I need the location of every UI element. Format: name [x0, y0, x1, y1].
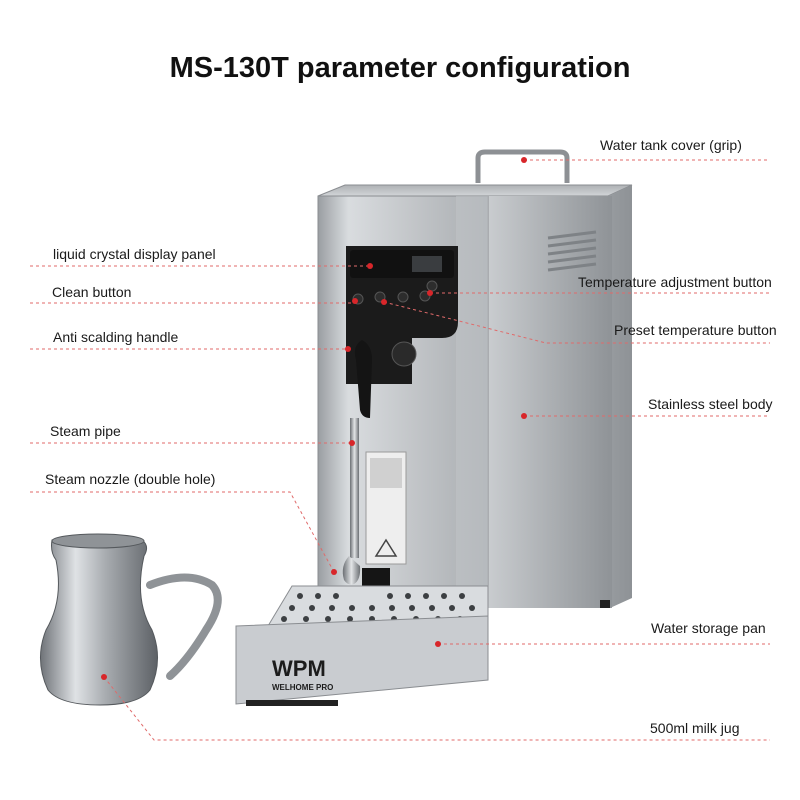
steam-pipe	[350, 418, 359, 558]
brand-logo: WPM	[272, 656, 326, 681]
label-preset-temperature: Preset temperature button	[614, 322, 777, 338]
top-face	[317, 184, 633, 197]
diagram-title: MS-130T parameter configuration	[169, 52, 631, 84]
control-panel	[346, 246, 458, 384]
steam-knob	[391, 341, 417, 367]
label-steam-pipe: Steam pipe	[50, 423, 121, 439]
tank-grip	[475, 149, 570, 183]
steam-nozzle	[342, 556, 361, 585]
vent-slots	[547, 230, 597, 272]
brand-subtitle: WELHOME PRO	[272, 683, 333, 692]
anti-scalding-handle	[354, 340, 372, 418]
label-steam-nozzle: Steam nozzle (double hole)	[45, 471, 216, 487]
drip-tray-front	[235, 615, 489, 705]
label-anti-scalding-handle: Anti scalding handle	[53, 329, 179, 345]
label-milk-jug: 500ml milk jug	[650, 720, 740, 736]
label-lcd-panel: liquid crystal display panel	[53, 246, 216, 262]
label-water-tank-cover: Water tank cover (grip)	[600, 137, 742, 153]
callout-lines	[30, 157, 770, 741]
label-stainless-body: Stainless steel body	[648, 396, 773, 412]
label-clean-button: Clean button	[52, 284, 132, 300]
lcd-display	[412, 256, 442, 272]
label-temperature-adjustment: Temperature adjustment button	[578, 274, 772, 290]
milk-jug	[40, 533, 222, 706]
label-water-storage-pan: Water storage pan	[651, 620, 766, 636]
